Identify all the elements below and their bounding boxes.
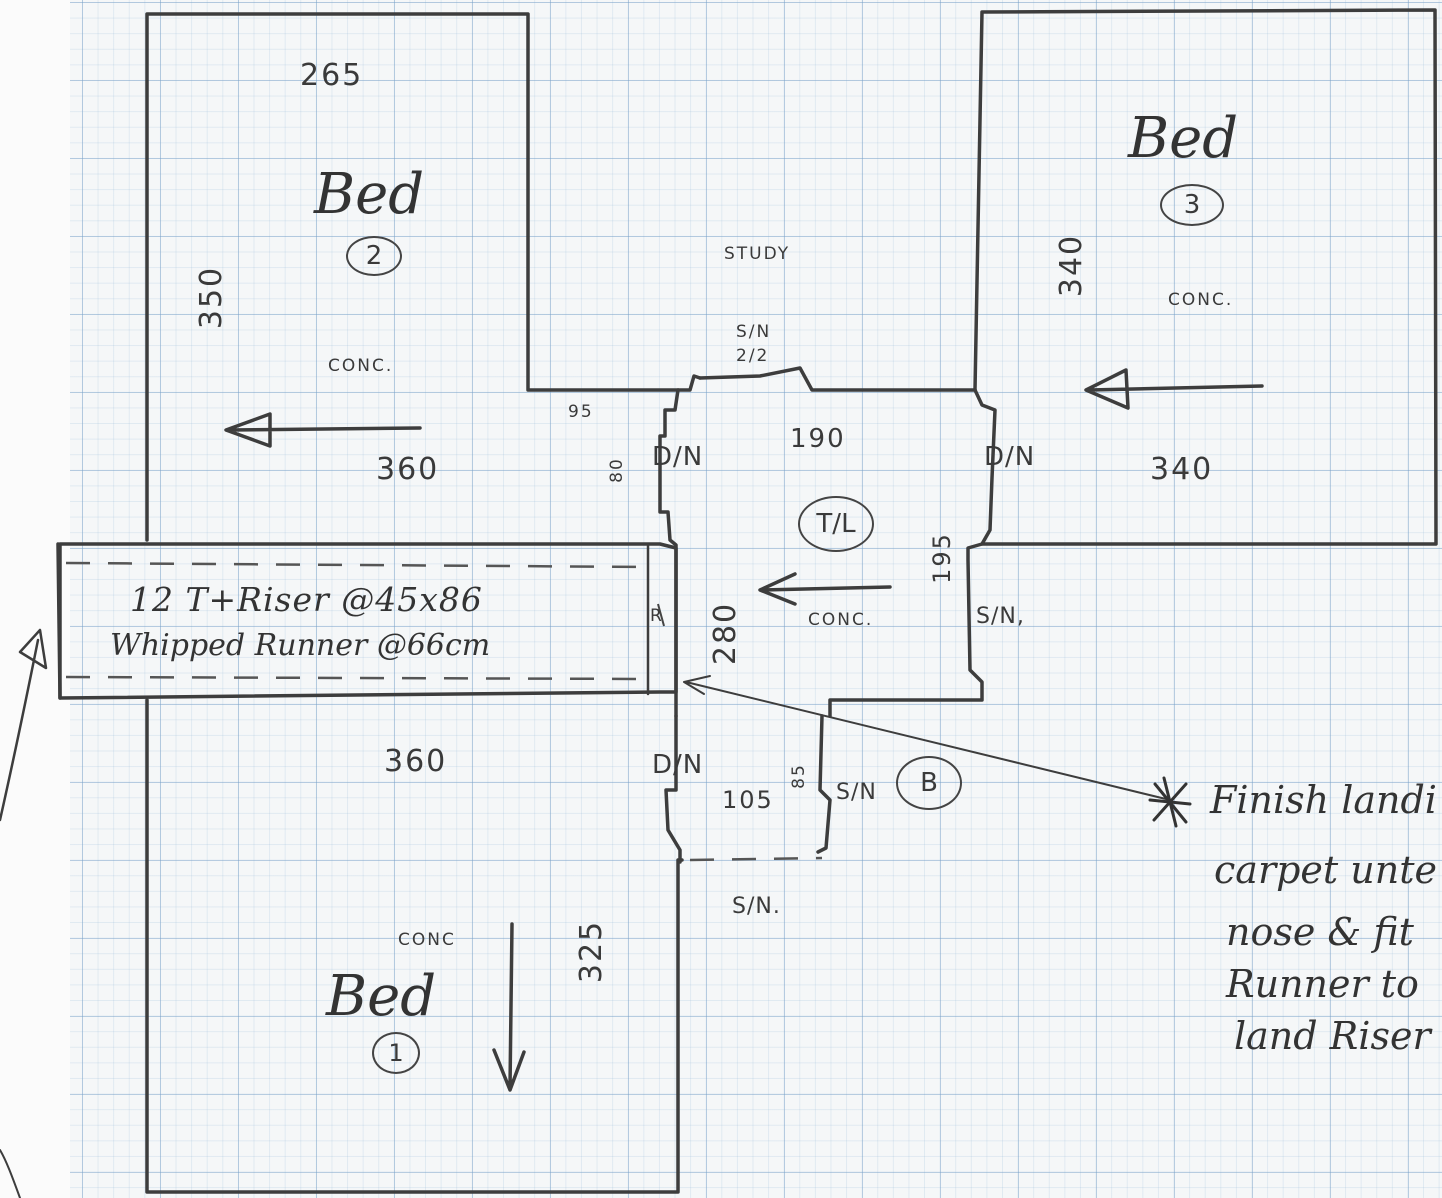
bed1-floor: CONC	[398, 930, 456, 950]
landing-dim-80: 80	[606, 457, 627, 483]
bed1-number: 1	[372, 1032, 420, 1074]
study-door-label: S/N 2/2	[736, 322, 772, 366]
bed2-dim-bottom: 360	[376, 452, 440, 487]
cupboard-right	[816, 714, 832, 854]
margin-arc	[0, 628, 48, 822]
study-label: STUDY	[724, 244, 791, 264]
bed1-dim-side: 325	[574, 919, 610, 984]
bed2-number: 2	[346, 236, 402, 276]
cupboard-door-side: S/N	[836, 780, 877, 805]
bed3-walls	[973, 8, 1438, 546]
bed2-arrow	[224, 412, 422, 448]
bed3-door-label: D/N	[984, 442, 1036, 472]
landing-dim-95: 95	[568, 402, 594, 422]
bed1-label: Bed	[326, 964, 437, 1029]
bed1-door-label: D/N	[652, 750, 704, 780]
bed3-number: 3	[1160, 184, 1224, 226]
cupboard-mark: B	[896, 756, 962, 810]
bed2-floor: CONC.	[328, 356, 394, 376]
landing-arrow	[758, 572, 892, 606]
bed3-floor: CONC.	[1168, 290, 1234, 310]
bed2-dim-top: 265	[300, 58, 364, 93]
bed1-arrow	[492, 922, 526, 1092]
landing-tl-mark: T/L	[798, 496, 874, 552]
note-line5: land Riser	[1234, 1014, 1431, 1058]
bed3-dim-side: 340	[1054, 233, 1090, 298]
riser-tick	[657, 603, 665, 627]
bed1-dim-top: 360	[384, 744, 448, 779]
landing-left-wall	[658, 388, 680, 718]
cupboard-walls	[664, 714, 682, 864]
cupboard-dash-bottom	[689, 856, 823, 862]
note-line4: Runner to	[1226, 962, 1419, 1006]
stairs-dash-bottom	[65, 675, 651, 681]
right-door-label: S/N,	[976, 604, 1025, 629]
stairs-dash-top	[65, 561, 651, 569]
asterisk-icon	[1148, 776, 1192, 828]
stairs-line1: 12 T+Riser @45x86	[130, 580, 483, 619]
bed3-label: Bed	[1128, 106, 1239, 171]
note-pointer	[683, 675, 1171, 801]
cupboard-dim-depth: 85	[788, 763, 809, 789]
stairs-riser-mark: R	[650, 606, 664, 626]
stairs-line2: Whipped Runner @66cm	[110, 628, 491, 663]
study-wall	[698, 366, 977, 392]
note-line2: carpet unte	[1214, 848, 1437, 892]
landing-right-wall	[828, 388, 997, 718]
bed2-door-label: D/N	[652, 442, 704, 472]
bed2-walls	[145, 12, 702, 542]
landing-dim-right: 195	[927, 532, 956, 584]
landing-dim-depth: 280	[708, 601, 744, 666]
bed3-dim-bottom: 340	[1150, 452, 1214, 487]
margin-arc-bottom	[0, 1149, 21, 1198]
note-line1: Finish landi	[1210, 778, 1437, 822]
bed2-dim-side: 350	[194, 265, 230, 330]
stairs-left-post	[56, 542, 62, 700]
landing-dim-width: 190	[790, 424, 846, 454]
bed3-arrow	[1084, 368, 1264, 410]
cupboard-dim-width: 105	[722, 786, 774, 814]
note-line3: nose & fit	[1226, 910, 1414, 954]
landing-floor: CONC.	[808, 610, 874, 630]
cupboard-door-bottom: S/N.	[732, 894, 781, 919]
bed2-label: Bed	[314, 162, 425, 227]
